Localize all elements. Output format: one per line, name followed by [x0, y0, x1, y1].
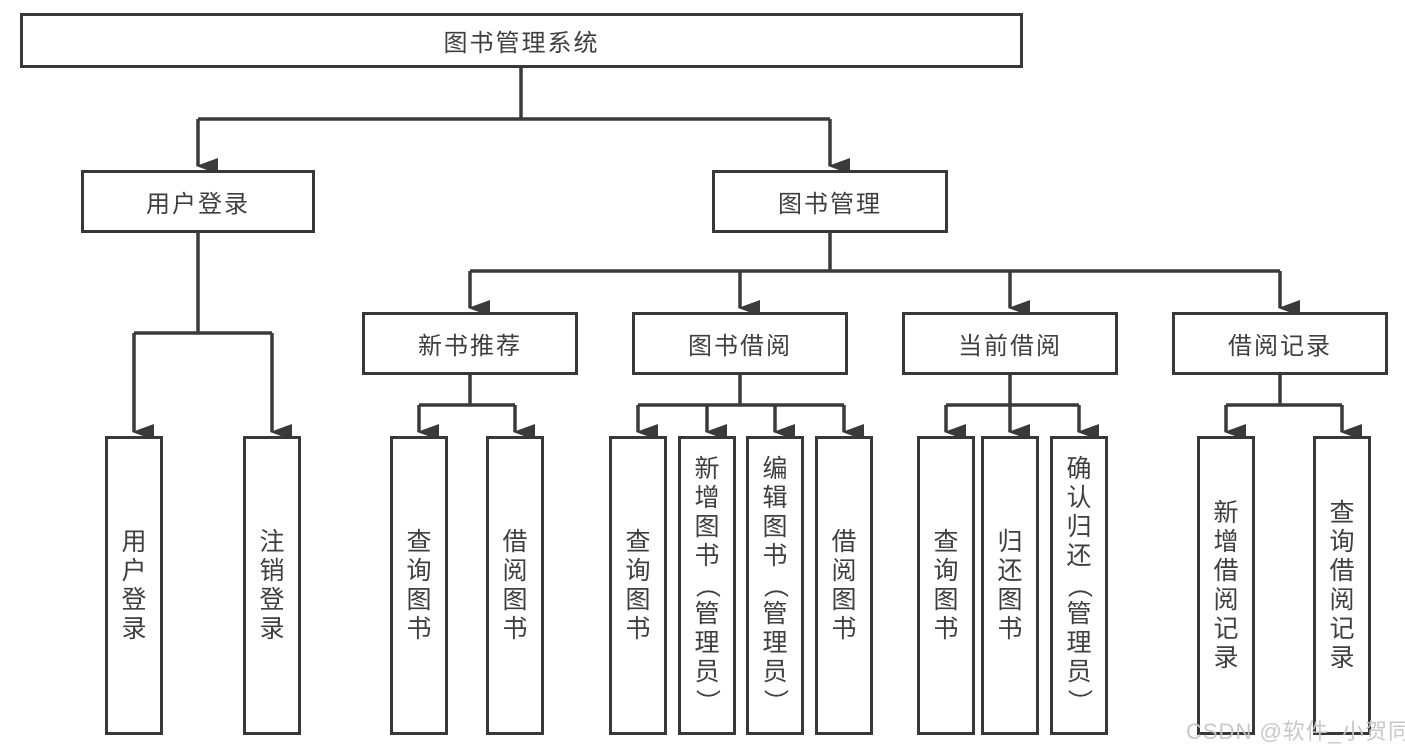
node-borrow-records: 借阅记录 [1172, 312, 1388, 375]
node-book-borrow: 图书借阅 [632, 312, 848, 375]
leaf-query-books-current: 查询图书 [917, 436, 975, 735]
node-new-book-recommend-label: 新书推荐 [418, 333, 522, 360]
leaf-query-borrow-record-label: 查询借阅记录 [1329, 498, 1355, 672]
leaf-user-login: 用户登录 [105, 436, 163, 735]
node-book-management-label: 图书管理 [778, 191, 882, 218]
node-user-login-label: 用户登录 [146, 191, 250, 218]
leaf-borrow-books-label: 借阅图书 [831, 527, 857, 643]
leaf-confirm-return-admin-label: 确认归还（管理员） [1065, 455, 1094, 715]
csdn-watermark: CSDN @软件_小贺同学 [1186, 719, 1405, 744]
leaf-query-books-recommend: 查询图书 [390, 436, 448, 735]
leaf-add-book-admin-label: 新增图书（管理员） [693, 455, 722, 715]
leaf-logout-login: 注销登录 [243, 436, 301, 735]
leaf-logout-login-label: 注销登录 [259, 527, 285, 643]
node-current-borrow: 当前借阅 [902, 312, 1118, 375]
leaf-return-book-label: 归还图书 [997, 527, 1023, 643]
leaf-add-borrow-record: 新增借阅记录 [1197, 436, 1255, 735]
node-user-login: 用户登录 [81, 170, 315, 233]
leaf-query-books-borrow-label: 查询图书 [625, 527, 651, 643]
leaf-confirm-return-admin: 确认归还（管理员） [1050, 436, 1108, 735]
node-current-borrow-label: 当前借阅 [958, 333, 1062, 360]
leaf-query-books-recommend-label: 查询图书 [406, 527, 432, 643]
node-root: 图书管理系统 [20, 13, 1023, 68]
leaf-borrow-books-recommend-label: 借阅图书 [502, 527, 528, 643]
node-new-book-recommend: 新书推荐 [362, 312, 578, 375]
leaf-add-book-admin: 新增图书（管理员） [678, 436, 736, 735]
leaf-return-book: 归还图书 [981, 436, 1039, 735]
leaf-borrow-books: 借阅图书 [815, 436, 873, 735]
leaf-edit-book-admin-label: 编辑图书（管理员） [761, 455, 790, 715]
leaf-borrow-books-recommend: 借阅图书 [486, 436, 544, 735]
node-borrow-records-label: 借阅记录 [1228, 333, 1332, 360]
leaf-query-books-borrow: 查询图书 [609, 436, 667, 735]
leaf-add-borrow-record-label: 新增借阅记录 [1213, 498, 1239, 672]
leaf-user-login-label: 用户登录 [121, 527, 147, 643]
leaf-query-borrow-record: 查询借阅记录 [1313, 436, 1371, 735]
node-book-borrow-label: 图书借阅 [688, 333, 792, 360]
leaf-query-books-current-label: 查询图书 [933, 527, 959, 643]
node-book-management: 图书管理 [712, 170, 948, 233]
node-root-label: 图书管理系统 [443, 30, 600, 57]
leaf-edit-book-admin: 编辑图书（管理员） [746, 436, 804, 735]
